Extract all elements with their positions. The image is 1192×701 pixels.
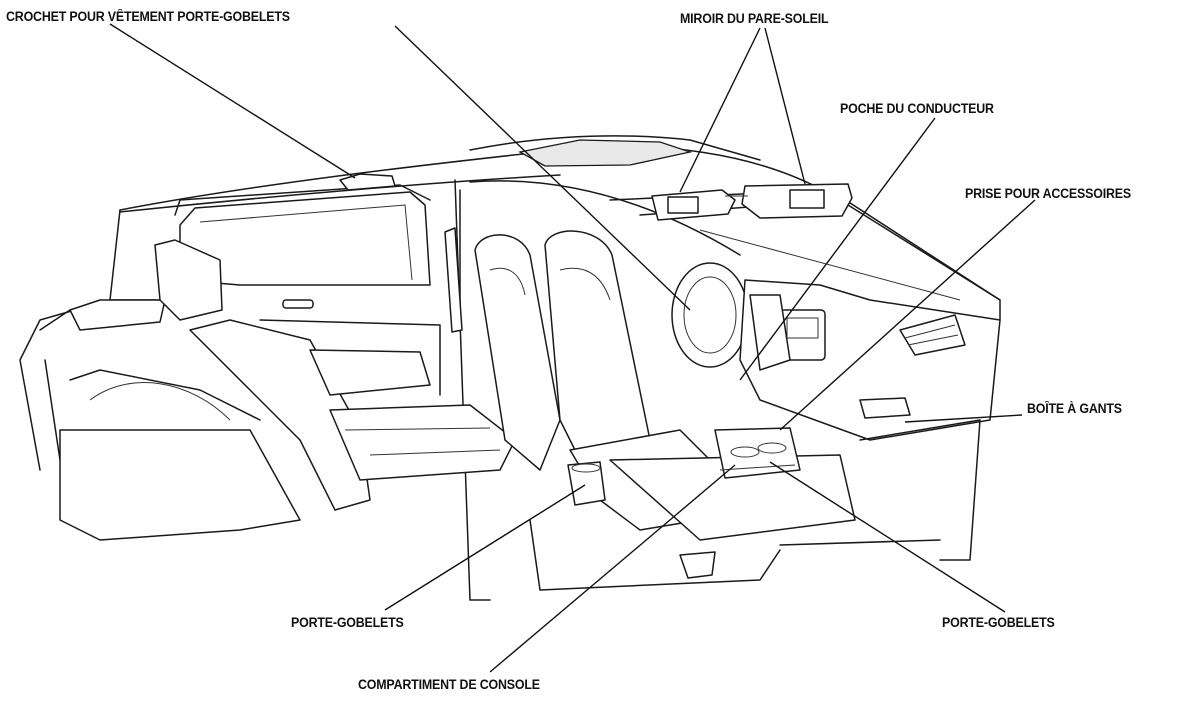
sun-visors: [651, 183, 853, 221]
dashboard: [671, 262, 1001, 561]
leader-visor-left: [679, 27, 761, 193]
leader-glove-box: [904, 414, 1023, 423]
label-glove-box: BOÎTE À GANTS: [1027, 401, 1122, 416]
leader-visor-right: [764, 27, 806, 185]
leader-driver-pocket: [739, 117, 936, 381]
door-frame: [444, 179, 741, 601]
label-coat-hook-cup-holder: CROCHET POUR VÊTEMENT PORTE-GOBELETS: [6, 9, 290, 24]
leader-lines: [109, 23, 1036, 673]
label-console-compartment: COMPARTIMENT DE CONSOLE: [358, 677, 540, 692]
front-seat: [474, 230, 856, 541]
leader-cup-holder-rear: [384, 484, 586, 611]
label-accessory-socket: PRISE POUR ACCESSOIRES: [965, 186, 1131, 201]
leader-accessory-socket: [779, 199, 1036, 431]
rear-door-panel: [259, 299, 441, 396]
rear-cargo: [39, 299, 301, 541]
label-driver-pocket: POCHE DU CONDUCTEUR: [840, 101, 994, 116]
label-cup-holder-front: PORTE-GOBELETS: [942, 615, 1055, 630]
label-cup-holder-rear: PORTE-GOBELETS: [291, 615, 404, 630]
leader-cup-holder-top: [394, 25, 691, 311]
car-body-outline: [19, 135, 1001, 471]
leader-console: [489, 464, 736, 673]
label-sun-visor-mirror: MIROIR DU PARE-SOLEIL: [680, 11, 829, 26]
center-console: [714, 427, 801, 479]
leader-coat-hook: [109, 23, 356, 179]
rear-cup-holder: [567, 461, 606, 506]
leader-cup-holder-front: [769, 461, 1006, 613]
floor: [529, 519, 781, 591]
